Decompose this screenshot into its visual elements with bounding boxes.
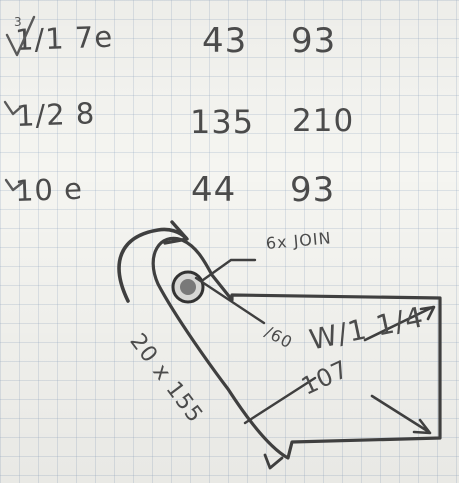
span-arrow-line xyxy=(370,394,432,435)
row-2-value-a: 135 xyxy=(190,103,255,141)
rotation-arrow-head-icon xyxy=(163,220,189,245)
row-1-value-a: 43 xyxy=(202,21,248,61)
row-1-value-b: 93 xyxy=(291,21,337,61)
row-2-check-mark xyxy=(3,100,23,116)
width-arrow-line xyxy=(363,305,436,342)
row-3-value-a: 44 xyxy=(191,170,237,210)
row-2-value-b: 210 xyxy=(292,103,355,139)
row-3-check-mark xyxy=(4,178,24,192)
pivot-hole-inner xyxy=(180,279,196,295)
row-1-prefix: 3 xyxy=(14,15,22,29)
arm-arrow-line xyxy=(263,453,284,470)
join-leader-line xyxy=(201,258,257,282)
bracket-outline xyxy=(151,236,442,460)
row-1-check-mark xyxy=(5,15,36,57)
hole-dimension-line xyxy=(194,276,266,325)
rotation-arrow-icon xyxy=(117,227,188,303)
row-3-value-b: 93 xyxy=(290,170,336,210)
span-dimension-line xyxy=(243,376,317,425)
